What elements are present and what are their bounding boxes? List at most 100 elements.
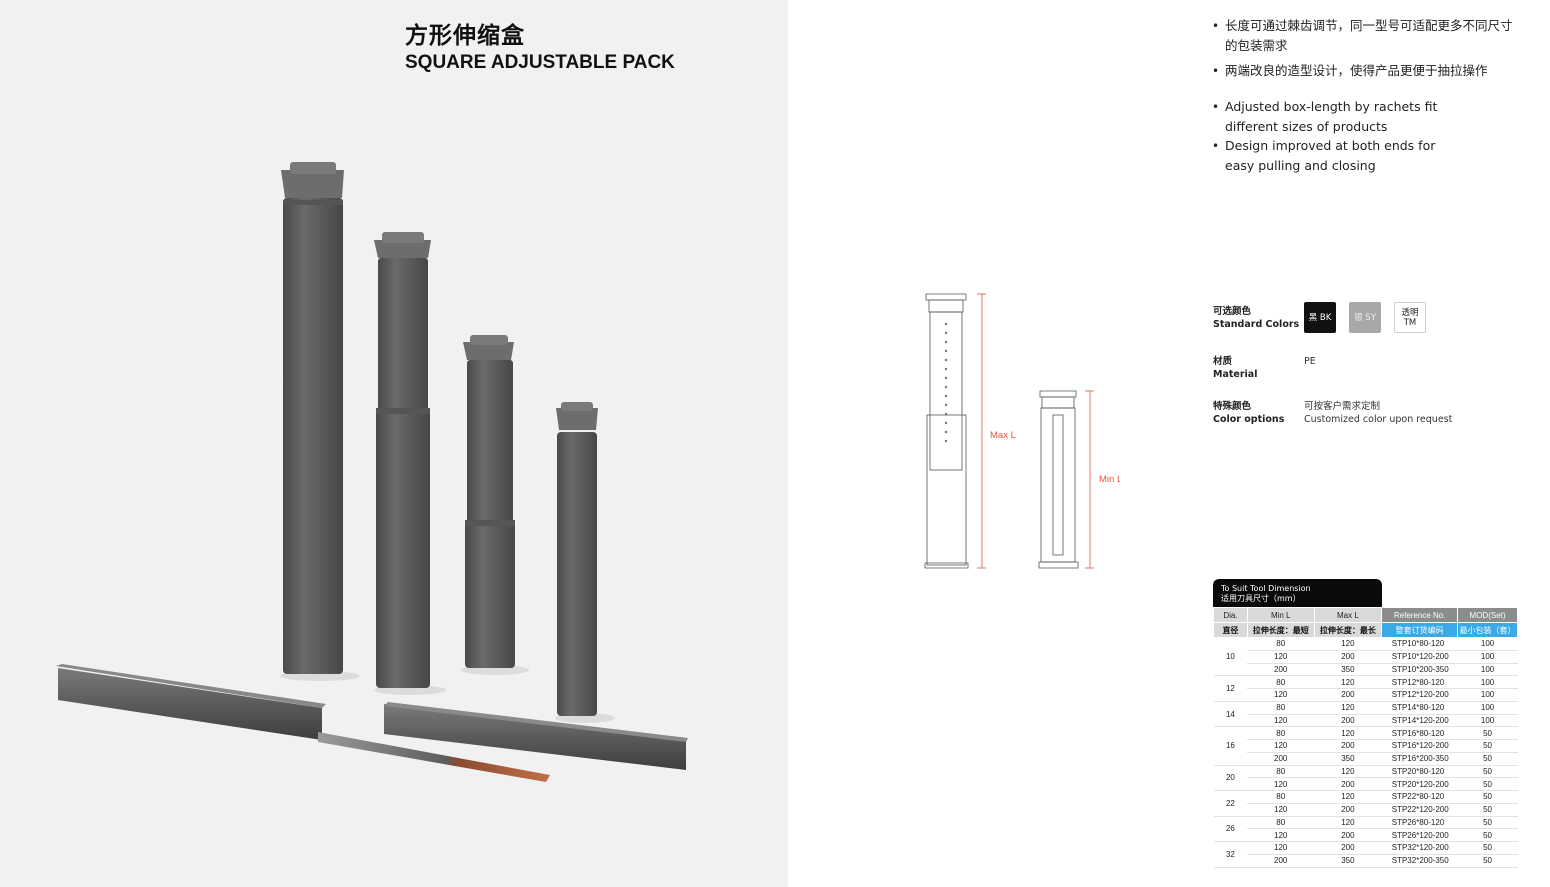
- cell-mod: 50: [1457, 739, 1518, 753]
- cell-min-l: 80: [1247, 701, 1315, 715]
- cell-mod: 50: [1457, 777, 1518, 791]
- cell-max-l: 120: [1314, 701, 1382, 715]
- cell-reference-no: STP32*200-350: [1381, 854, 1458, 868]
- cell-mod: 100: [1457, 650, 1518, 664]
- cell-min-l: 120: [1247, 739, 1315, 753]
- cell-mod: 100: [1457, 701, 1518, 715]
- cell-reference-no: STP10*80-120: [1381, 637, 1458, 651]
- bullet-icon: •: [1212, 100, 1220, 114]
- cell-reference-no: STP20*120-200: [1381, 777, 1458, 791]
- box-lying-open: [56, 664, 550, 782]
- cell-reference-no: STP14*80-120: [1381, 701, 1458, 715]
- cell-max-l: 200: [1314, 828, 1382, 842]
- col-header-ref-cn: 整套订货编码: [1381, 622, 1459, 638]
- cell-reference-no: STP26*120-200: [1381, 828, 1458, 842]
- col-header-min: Min L: [1246, 607, 1315, 623]
- cell-dia: 32: [1213, 841, 1248, 868]
- cell-mod: 100: [1457, 637, 1518, 651]
- cell-min-l: 120: [1247, 803, 1315, 817]
- cell-max-l: 350: [1314, 752, 1382, 766]
- cell-dia: 22: [1213, 790, 1248, 817]
- dimension-table: Dia. Min L Max L Reference No. MOD(Set) …: [1213, 607, 1518, 868]
- cell-mod: 50: [1457, 765, 1518, 779]
- cell-mod: 50: [1457, 828, 1518, 842]
- cell-max-l: 120: [1314, 675, 1382, 689]
- col-header-max: Max L: [1313, 607, 1383, 623]
- cell-max-l: 120: [1314, 726, 1382, 740]
- cell-max-l: 120: [1314, 765, 1382, 779]
- product-render-image: [56, 162, 688, 782]
- box-lying-closed: [384, 702, 688, 770]
- cell-max-l: 120: [1314, 637, 1382, 651]
- color-swatch-transparent: 透明 TM: [1394, 302, 1426, 333]
- cell-mod: 100: [1457, 714, 1518, 728]
- cell-reference-no: STP22*120-200: [1381, 803, 1458, 817]
- col-header-mod-cn: 最小包装（套）: [1457, 622, 1518, 638]
- cell-reference-no: STP32*120-200: [1381, 841, 1458, 855]
- cell-dia: 14: [1213, 701, 1248, 728]
- box-tall-3: [463, 335, 515, 668]
- cell-reference-no: STP26*80-120: [1381, 816, 1458, 830]
- product-title-cn: 方形伸缩盒: [405, 23, 525, 49]
- col-header-min-cn: 拉伸长度：最短: [1246, 622, 1315, 638]
- cell-max-l: 120: [1314, 816, 1382, 830]
- cell-reference-no: STP14*120-200: [1381, 714, 1458, 728]
- col-header-ref: Reference No.: [1381, 607, 1459, 623]
- cell-mod: 100: [1457, 663, 1518, 677]
- technical-drawing: Max L Min L: [924, 293, 1120, 569]
- cell-dia: 12: [1213, 675, 1248, 702]
- cell-min-l: 120: [1247, 650, 1315, 664]
- cell-dia: 10: [1213, 637, 1248, 677]
- cell-min-l: 120: [1247, 714, 1315, 728]
- feature-item-4: • Design improved at both ends for easy …: [1212, 138, 1436, 173]
- cell-min-l: 200: [1247, 663, 1315, 677]
- col-header-max-cn: 拉伸长度：最长: [1313, 622, 1383, 638]
- bullet-icon: •: [1212, 19, 1220, 33]
- material-value: PE: [1304, 356, 1316, 367]
- cell-mod: 50: [1457, 854, 1518, 868]
- cell-mod: 50: [1457, 790, 1518, 804]
- cell-max-l: 200: [1314, 739, 1382, 753]
- cell-dia: 16: [1213, 726, 1248, 766]
- cell-max-l: 350: [1314, 854, 1382, 868]
- cell-max-l: 200: [1314, 841, 1382, 855]
- cell-min-l: 120: [1247, 828, 1315, 842]
- cell-mod: 50: [1457, 816, 1518, 830]
- cell-min-l: 200: [1247, 752, 1315, 766]
- bullet-icon: •: [1212, 139, 1220, 153]
- col-header-mod: MOD(Set): [1457, 607, 1518, 623]
- product-photo-panel: 方形伸缩盒 SQUARE ADJUSTABLE PACK: [0, 0, 788, 887]
- cell-mod: 100: [1457, 688, 1518, 702]
- cell-min-l: 200: [1247, 854, 1315, 868]
- cell-reference-no: STP10*200-350: [1381, 663, 1458, 677]
- box-tall-1: [281, 162, 344, 674]
- cell-max-l: 120: [1314, 790, 1382, 804]
- cell-min-l: 120: [1247, 777, 1315, 791]
- cell-reference-no: STP16*200-350: [1381, 752, 1458, 766]
- feature-item-2: • 两端改良的造型设计，使得产品更便于抽拉操作: [1212, 61, 1522, 81]
- table-title-tab: To Suit Tool Dimension 适用刀具尺寸（mm）: [1213, 579, 1382, 607]
- color-options-label: 特殊颜色 Color options: [1213, 401, 1285, 425]
- cell-reference-no: STP22*80-120: [1381, 790, 1458, 804]
- cell-min-l: 80: [1247, 637, 1315, 651]
- cell-min-l: 80: [1247, 816, 1315, 830]
- cell-max-l: 200: [1314, 803, 1382, 817]
